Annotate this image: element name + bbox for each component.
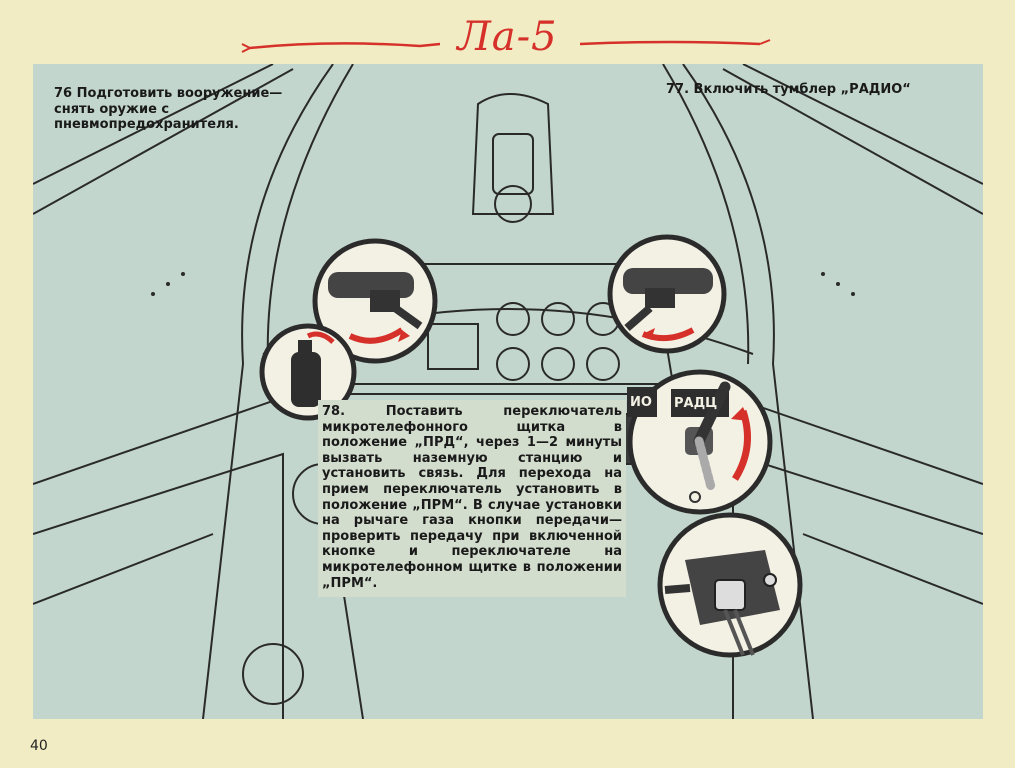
- inset-weapon-safety-detail: [312, 238, 438, 364]
- inset-radio-toggle-detail: ИО РАДЦ: [625, 367, 775, 517]
- switch-label-radio: РАДЦ: [674, 396, 718, 411]
- instruction-step-76: 76 Подготовить вооружение—снять оружие с…: [54, 86, 283, 133]
- switch-label-left: ИО: [630, 395, 652, 410]
- instruction-step-77: 77. Включить тумблер „РАДИО“: [666, 82, 911, 97]
- instruction-step-78: 78. Поставить переключатель микротелефон…: [318, 400, 626, 598]
- cockpit-illustration: [33, 64, 983, 719]
- cockpit-illustration-panel: [33, 64, 983, 719]
- inset-weapon-detail-right: [607, 234, 727, 354]
- radio-toggle-switch-icon: [627, 369, 773, 515]
- inset-microtelephone-box-detail: [657, 512, 803, 658]
- inset-safety-cap-detail: [259, 323, 357, 421]
- header-ornament: [241, 39, 771, 53]
- aircraft-title: Ла-5: [457, 14, 558, 60]
- page-number: 40: [30, 738, 48, 754]
